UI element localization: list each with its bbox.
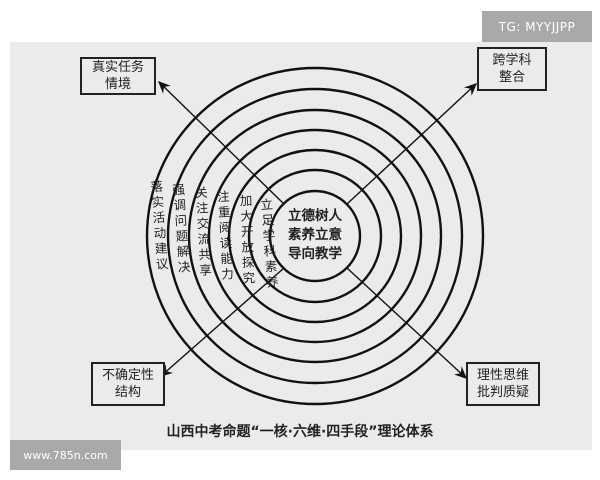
box-uncertain-structure: 不确定性 结构: [91, 362, 165, 406]
core-line: 立德树人: [288, 208, 342, 224]
box-real-task-context: 真实任务 情境: [80, 57, 156, 95]
ring-3: [227, 148, 403, 324]
box-line: 不确定性: [101, 368, 154, 383]
watermark-bottom: www.785n.com: [10, 440, 121, 470]
box-critical-thinking: 理性思维 批判质疑: [466, 362, 540, 406]
ring-7: [145, 66, 485, 406]
ring-4: [207, 128, 423, 344]
arrow-top-left: [157, 81, 285, 205]
box-line: 整合: [498, 70, 525, 85]
ring-5: [187, 108, 443, 364]
arrow-bottom-right: [346, 267, 468, 379]
box-interdisciplinary: 跨学科 整合: [477, 47, 547, 91]
box-line: 结构: [114, 385, 141, 400]
box-line: 情境: [104, 77, 131, 92]
box-line: 理性思维: [476, 368, 529, 383]
watermark-top: TG: MYYJJPP: [482, 11, 592, 42]
ring-6: [166, 87, 464, 385]
core-label: 立德树人 素养立意 导向教学: [283, 207, 347, 264]
arrow-bottom-left: [159, 267, 285, 377]
core-line: 素养立意: [288, 227, 342, 243]
diagram-caption: 山西中考命题“一核·六维·四手段”理论体系: [166, 424, 434, 440]
box-line: 真实任务: [91, 60, 144, 75]
ring-2: [247, 168, 383, 304]
box-line: 跨学科: [492, 53, 532, 68]
arrow-top-right: [346, 83, 478, 205]
core-circle: [268, 189, 362, 283]
box-line: 批判质疑: [476, 385, 529, 400]
core-line: 导向教学: [288, 246, 342, 262]
dimension-label: 加大开放探究: [237, 193, 256, 288]
